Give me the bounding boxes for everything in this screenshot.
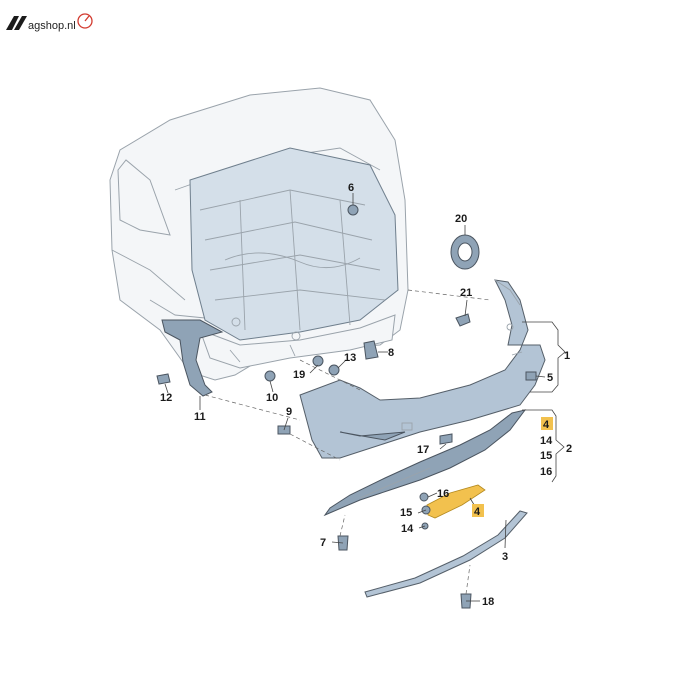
callout-13: 13 [344, 352, 356, 364]
vehicle-body [109, 87, 409, 381]
callout-1: 1 [564, 350, 570, 362]
callout-9: 9 [286, 406, 292, 418]
brand-logo: agshop.nl [6, 13, 93, 32]
part-6-nut [347, 204, 359, 216]
callout-4-lower: 4 [474, 506, 481, 518]
part-16-15-14-fasteners [419, 492, 431, 530]
part-19-clip [312, 355, 324, 367]
callout-14-left: 14 [401, 523, 414, 535]
callout-12: 12 [160, 392, 172, 404]
part-12-screw [156, 373, 171, 385]
callout-7: 7 [320, 537, 326, 549]
callout-4-top-highlight [541, 417, 553, 430]
part-1-bumper-cover [299, 279, 546, 459]
part-13-grommet [328, 364, 340, 376]
part-21-clip [455, 313, 471, 327]
part-11-side-bracket [161, 319, 224, 397]
callout-17: 17 [417, 444, 429, 456]
callout-11: 11 [194, 411, 206, 423]
part-8-clip [363, 340, 379, 360]
callout-15-right: 15 [540, 450, 552, 462]
speedometer-icon [77, 13, 93, 29]
callout-21: 21 [460, 287, 472, 299]
callout-15-left: 15 [400, 507, 412, 519]
callout-3: 3 [502, 551, 508, 563]
logo-mark-icon [6, 16, 27, 30]
part-3-bottom-strip [364, 510, 528, 598]
callout-2: 2 [566, 443, 572, 455]
callout-8: 8 [388, 347, 394, 359]
part-10-nut [264, 370, 276, 382]
callout-18: 18 [482, 596, 494, 608]
part-20-tape-roll [450, 234, 480, 270]
callout-16-left: 16 [437, 488, 449, 500]
callout-4-lower-highlight [472, 504, 484, 517]
callout-19: 19 [293, 369, 305, 381]
callout-6: 6 [348, 182, 354, 194]
callout-4-top: 4 [543, 419, 550, 431]
assembly-lines [204, 289, 491, 595]
part-2-lower-trim [323, 409, 527, 517]
callout-10: 10 [266, 392, 278, 404]
callout-labels: 6 20 21 8 13 19 10 12 11 9 1 5 4 14 15 1… [160, 182, 572, 608]
callout-16-right: 16 [540, 466, 552, 478]
part-4-highlighted-reinforcement [426, 484, 486, 519]
callout-14-right: 14 [540, 435, 553, 447]
callout-5: 5 [547, 372, 553, 384]
brand-name: agshop.nl [28, 20, 76, 32]
callout-20: 20 [455, 213, 467, 225]
part-5-reflector [525, 371, 537, 381]
part-17-bracket [439, 433, 453, 445]
